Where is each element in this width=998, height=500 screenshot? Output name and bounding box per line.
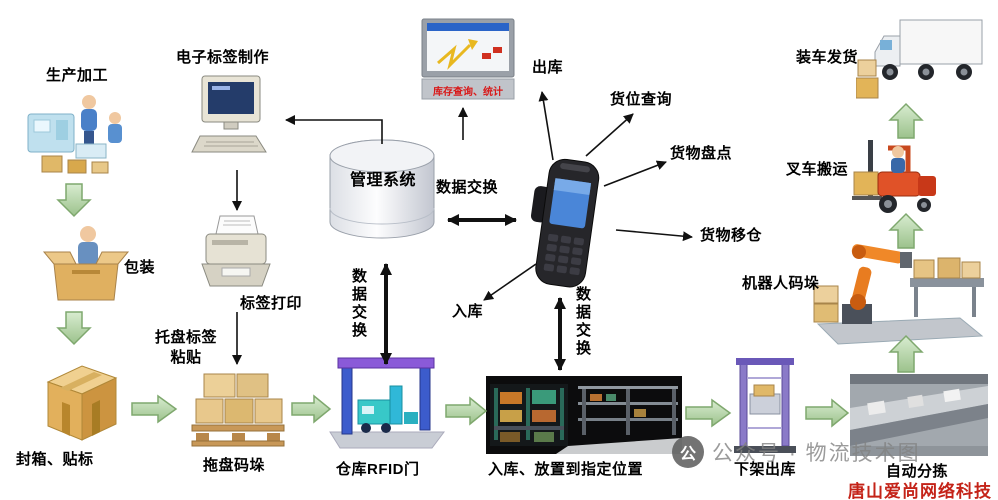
label-pallet-stack: 拖盘码垛: [203, 457, 266, 474]
pallet-stack-illustration: [188, 370, 288, 448]
label-put-position: 入库、放置到指定位置: [488, 461, 644, 478]
production-workers-illustration: [26, 88, 130, 180]
label-inbound: 入库: [452, 303, 484, 320]
arrow-pda-to-slotquery: [585, 113, 634, 157]
arrow-pallet-to-rfidgate: [291, 394, 332, 424]
robot-palletizer-illustration: [812, 226, 988, 348]
label-truck-ship: 装车发货: [796, 49, 859, 66]
label-off-shelf: 下架出库: [734, 461, 797, 478]
label-production: 生产加工: [46, 67, 109, 84]
label-packing: 包装: [124, 259, 156, 276]
management-system-database-cylinder: [326, 134, 438, 244]
label-printer-illustration: [200, 214, 272, 296]
sealed-box-illustration: [40, 348, 122, 444]
arrow-warehouse-to-offshelf: [685, 398, 732, 428]
label-goods-move: 货物移仓: [700, 227, 763, 244]
arrow-pda-to-outbound: [538, 91, 554, 161]
warehouse-shelving-illustration: [486, 376, 682, 454]
sorting-conveyor-illustration: [850, 374, 988, 456]
label-data-exchange-vertical-left: 数据交换: [350, 268, 367, 340]
stacker-crane-illustration: [726, 358, 804, 454]
inventory-monitor-illustration: [420, 18, 516, 104]
label-stock-check: 货物盘点: [670, 145, 733, 162]
label-robot-palletize: 机器人码垛: [742, 275, 820, 292]
rfid-gate-illustration: [328, 356, 446, 450]
label-mgmt-system: 管理系统: [350, 172, 417, 189]
watermark-text: 公众号 · 物流技术图: [712, 442, 921, 465]
label-auto-sort: 自动分拣: [886, 463, 949, 480]
arrow-forklift-to-truck: [888, 102, 924, 139]
label-data-exchange-vertical-right: 数据交换: [574, 286, 591, 358]
packing-illustration: [42, 220, 130, 308]
inventory-query-label: 库存查询、统计: [433, 87, 503, 98]
handheld-pda-illustration: [522, 156, 610, 294]
label-e-label: 电子标签制作: [176, 49, 270, 66]
label-forklift: 叉车搬运: [786, 161, 849, 178]
arrow-pda-to-goodsmove: [615, 229, 693, 242]
wechat-account-icon: 公: [672, 436, 704, 468]
desktop-computer-illustration: [190, 74, 274, 166]
label-data-exchange-horizontal: 数据交换: [436, 179, 499, 196]
label-slot-query: 货位查询: [610, 91, 673, 108]
brand-signature: 唐山爱尚网络科技: [848, 482, 992, 500]
arrow-offshelf-to-sorting: [805, 398, 850, 428]
watermark: 公 公众号 · 物流技术图: [672, 436, 921, 468]
arrow-packing-to-sealing: [56, 311, 92, 346]
label-rfid-gate: 仓库RFID门: [336, 461, 420, 478]
delivery-truck-illustration: [856, 14, 986, 102]
arrow-rfidgate-to-warehouse: [445, 396, 488, 426]
forklift-illustration: [852, 136, 944, 216]
arrow-sealing-to-pallet: [131, 394, 178, 424]
label-outbound: 出库: [532, 59, 564, 76]
arrow-pda-to-stockcheck: [603, 160, 667, 187]
label-label-print: 标签打印: [240, 295, 303, 312]
label-sealing: 封箱、贴标: [16, 451, 94, 468]
arrow-production-to-packing: [56, 183, 92, 218]
label-pallet-label: 托盘标签粘贴: [154, 329, 217, 367]
